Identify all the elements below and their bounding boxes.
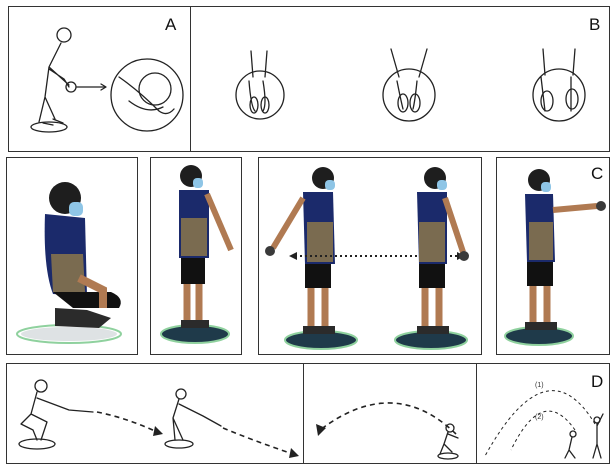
panel-a: A <box>8 6 191 152</box>
foot-position-2 <box>383 49 435 121</box>
panel-b: B <box>190 6 610 152</box>
panel-d-throw-sequence <box>6 363 304 464</box>
foot-placement-sketches <box>191 7 611 153</box>
panel-d-arc-throw <box>303 363 477 464</box>
trajectory-label-1: (1) <box>535 382 544 389</box>
photo-standing-arms-down <box>150 157 242 355</box>
arc-throw-sketch <box>304 364 478 465</box>
photo-squat-on-board <box>6 157 138 355</box>
foot-position-3 <box>533 49 585 121</box>
trajectory-comparison-sketch <box>477 364 611 465</box>
player-arm-back <box>265 167 357 349</box>
crouching-player-sketch <box>9 7 192 153</box>
photo-arm-extended: C <box>496 157 610 355</box>
panel-d-trajectories: D (1) (2) <box>476 363 610 464</box>
foot-position-1 <box>236 51 284 119</box>
photo-arm-swing-comparison <box>258 157 482 355</box>
trajectory-label-2: (2) <box>535 414 544 421</box>
throw-sequence-sketch <box>7 364 305 465</box>
